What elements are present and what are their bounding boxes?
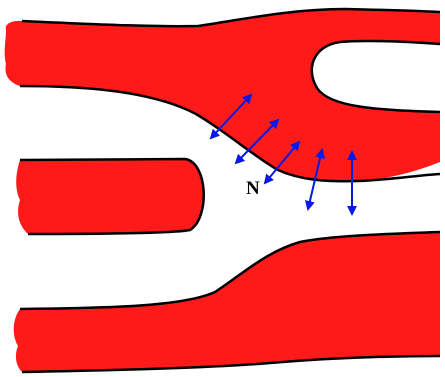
middle-red-lobe xyxy=(16,159,204,234)
lower-red-band xyxy=(13,232,441,372)
double-arrow xyxy=(304,148,326,211)
boundary-line-bottom xyxy=(21,354,441,374)
boundary-line-lower-top xyxy=(19,230,441,311)
double-arrow xyxy=(209,93,253,140)
double-arrow xyxy=(234,118,280,165)
label-n: N xyxy=(246,178,260,199)
upper-red-band xyxy=(4,9,441,182)
boundary-line-middle-lobe xyxy=(19,157,205,236)
boundary-line-top xyxy=(21,7,441,28)
boundary-line-branch-notch xyxy=(310,39,441,114)
double-arrow xyxy=(263,140,301,185)
